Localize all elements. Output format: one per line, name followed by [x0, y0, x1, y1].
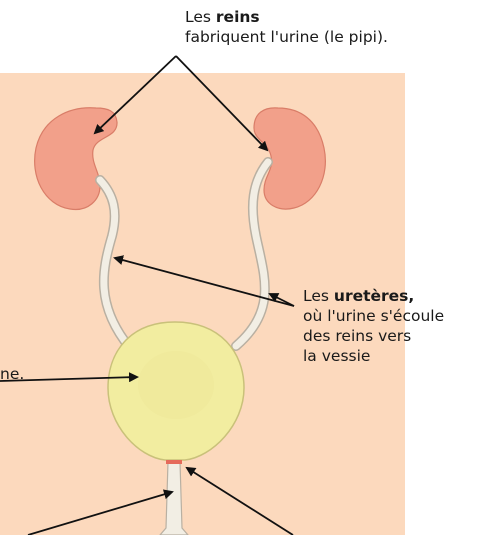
- ureteres-label-term: uretères,: [334, 287, 414, 305]
- ureteres-label-prefix: Les: [303, 287, 334, 305]
- sphincter-band: [166, 460, 182, 464]
- reins-label-line2: fabriquent l'urine (le pipi).: [185, 27, 388, 47]
- ureteres-label-line3: des reins vers: [303, 326, 444, 346]
- vessie-partial-label: ne.: [0, 364, 24, 384]
- ureteres-label-line2: où l'urine s'écoule: [303, 306, 444, 326]
- ureteres-label: Les uretères, où l'urine s'écoule des re…: [303, 286, 444, 366]
- reins-label-term: reins: [216, 8, 260, 26]
- reins-label: Les reins fabriquent l'urine (le pipi).: [185, 7, 388, 47]
- reins-label-line1: Les reins: [185, 7, 388, 27]
- bladder-highlight: [138, 351, 214, 419]
- reins-label-prefix: Les: [185, 8, 216, 26]
- ureteres-label-line4: la vessie: [303, 346, 444, 366]
- ureteres-label-line1: Les uretères,: [303, 286, 444, 306]
